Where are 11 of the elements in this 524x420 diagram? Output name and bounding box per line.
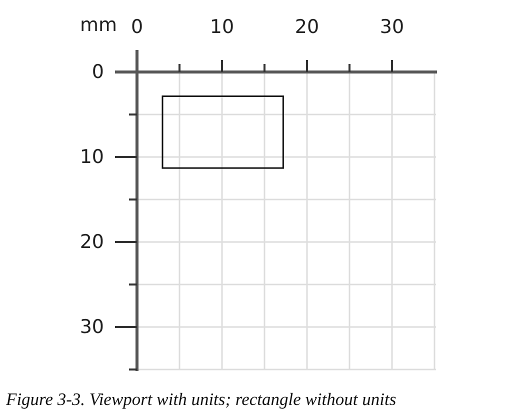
tick-label: 0 (130, 18, 144, 37)
unit-label: mm (80, 16, 118, 35)
tick-label: 0 (92, 63, 104, 82)
tick-label: 30 (80, 318, 104, 337)
tick-label: 20 (294, 18, 320, 37)
tick-label: 30 (380, 18, 404, 37)
tick-label: 10 (210, 18, 234, 37)
rectangle (162, 95, 284, 169)
tick-label: 10 (80, 148, 104, 167)
tick-label: 20 (80, 233, 104, 252)
figure-caption: Figure 3-3. Viewport with units; rectangle without units (6, 389, 396, 410)
